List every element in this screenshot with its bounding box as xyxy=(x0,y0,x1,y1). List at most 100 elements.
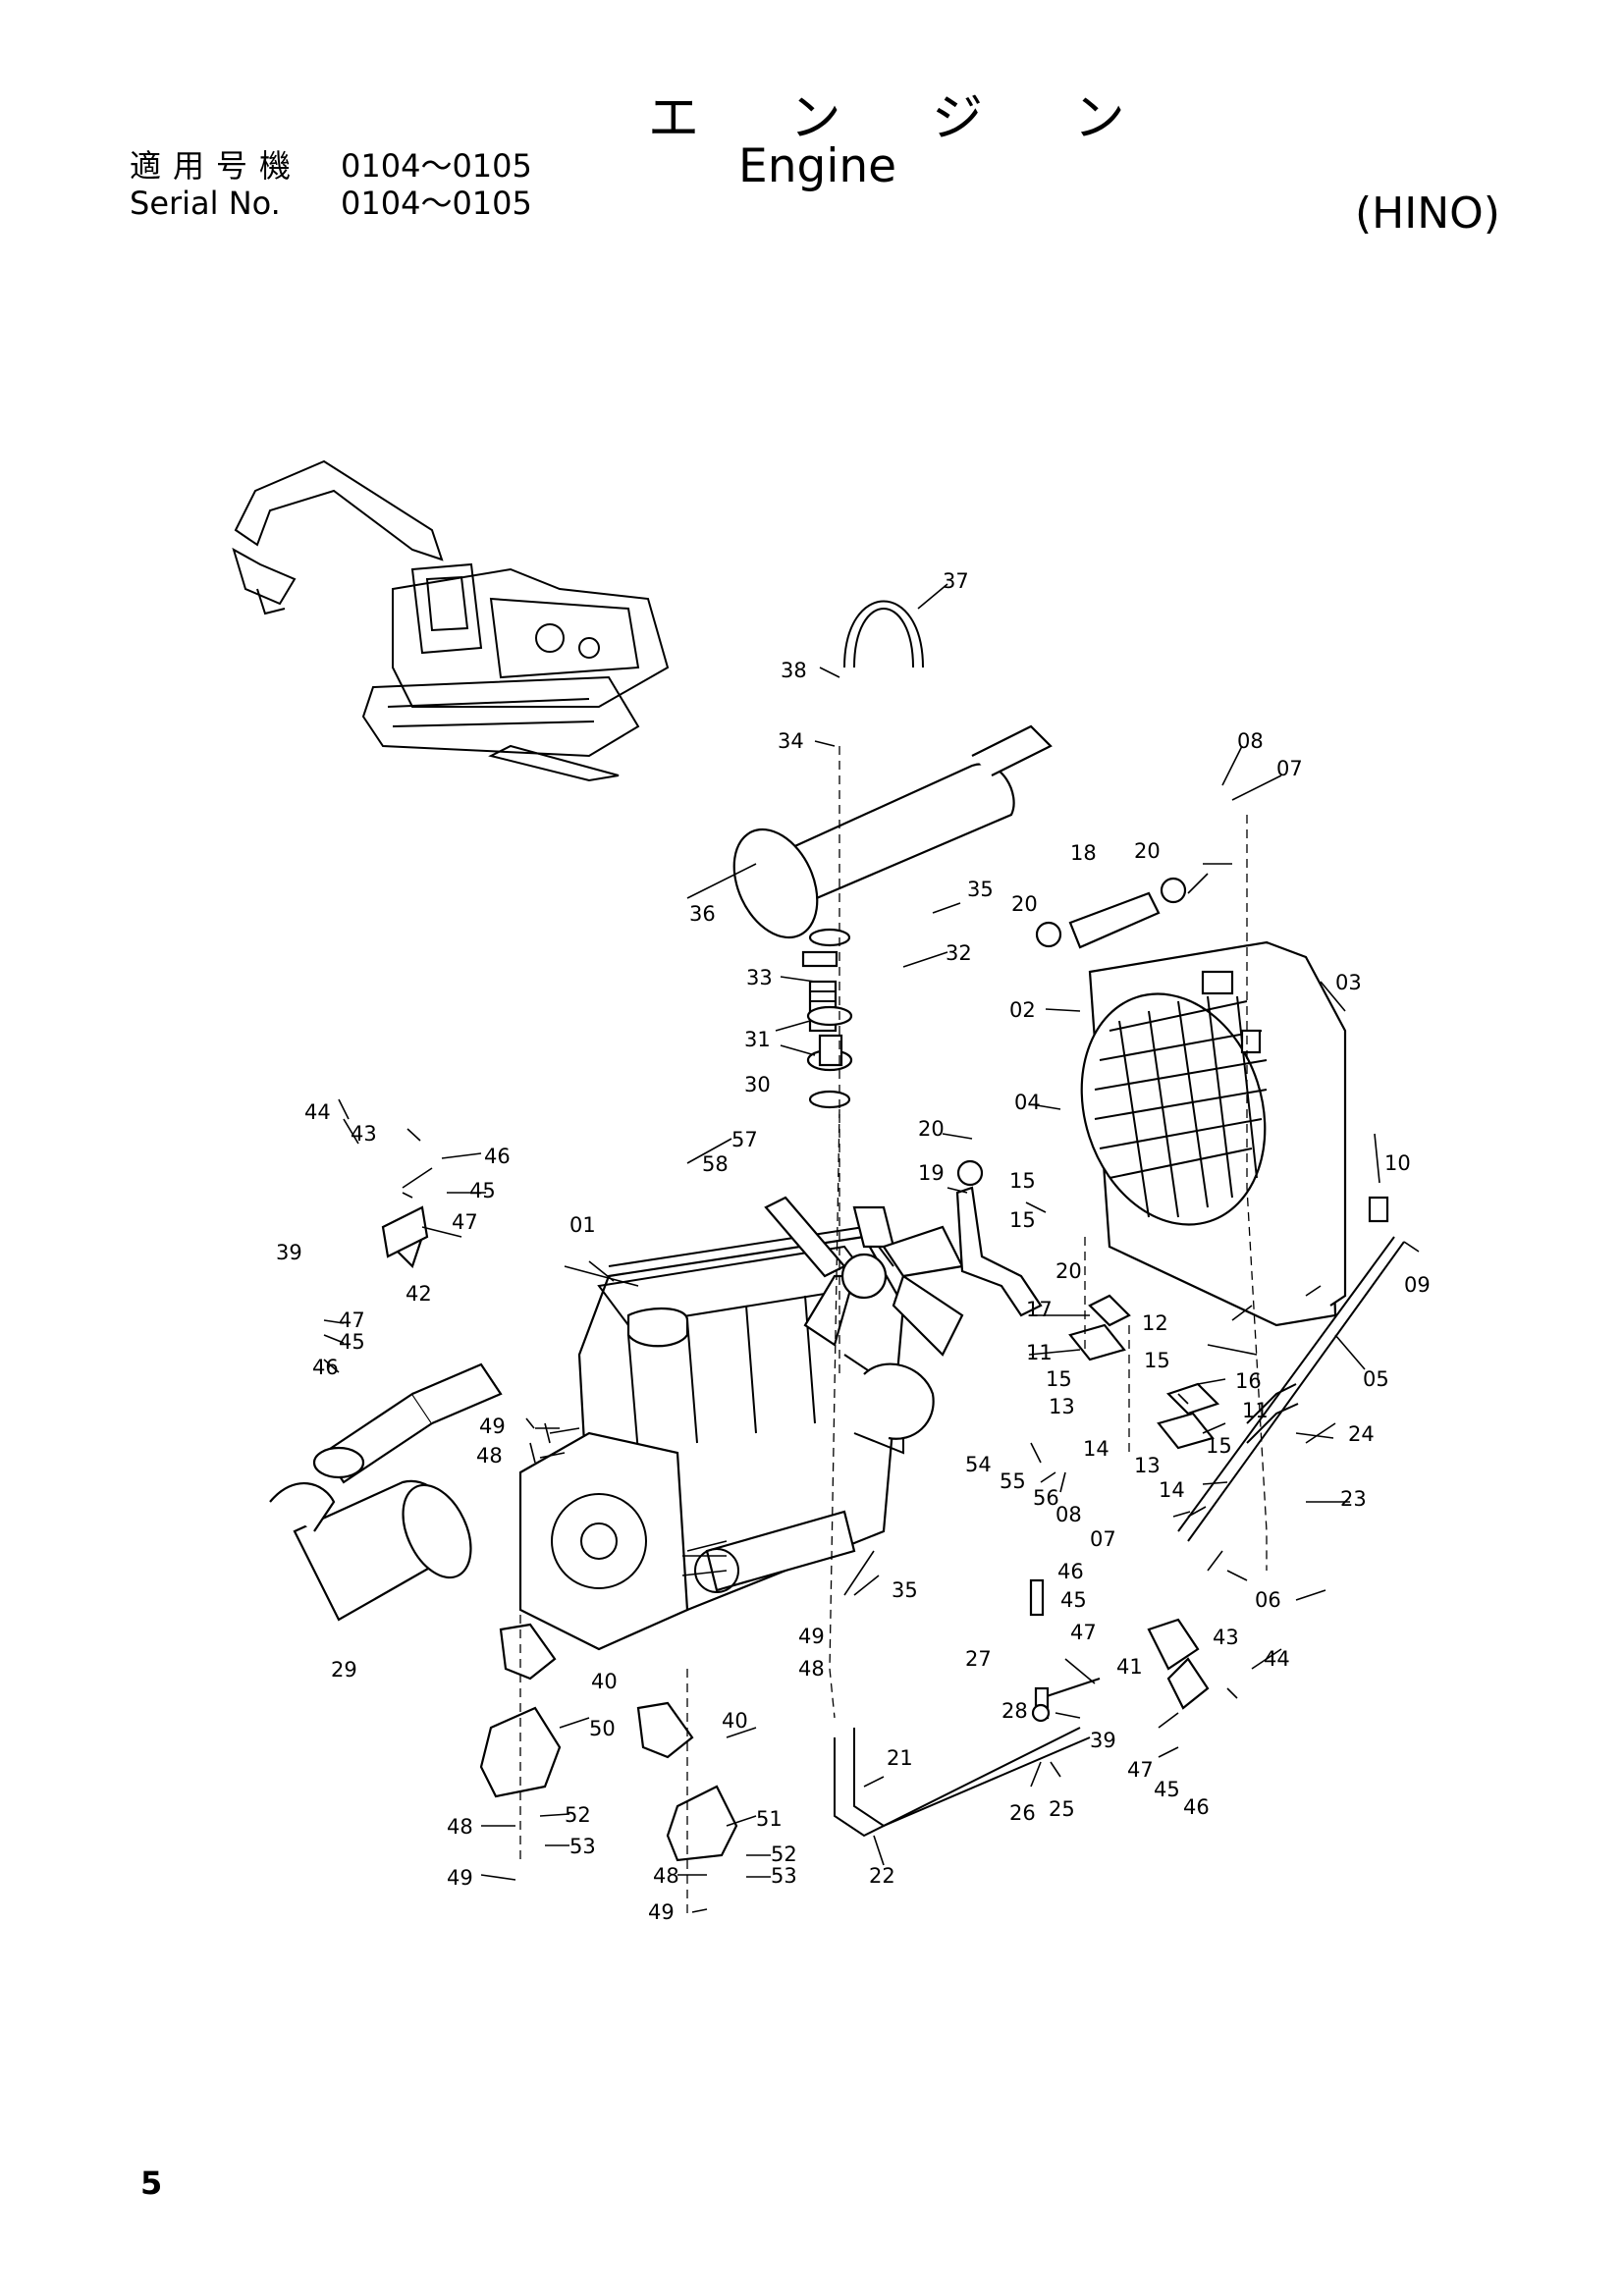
part-label-40: 40 xyxy=(591,1670,618,1693)
part-label-35-b: 35 xyxy=(892,1578,918,1602)
part-label-47: 47 xyxy=(452,1210,478,1234)
part-label-33: 33 xyxy=(746,966,773,989)
part-label-callouts xyxy=(323,583,1420,1913)
excavator-illustration xyxy=(232,459,670,782)
assembly-dashed-lines xyxy=(519,746,1268,1914)
part-label-52-b: 52 xyxy=(771,1842,797,1866)
air-cleaner xyxy=(269,1362,503,1622)
part-label-25: 25 xyxy=(1049,1797,1075,1821)
part-label-50: 50 xyxy=(589,1717,616,1740)
part-label-06: 06 xyxy=(1255,1588,1281,1612)
page-title-english: Engine xyxy=(738,139,897,193)
part-label-46-d: 46 xyxy=(312,1356,339,1379)
part-label-47-b: 47 xyxy=(1070,1621,1097,1644)
part-label-10: 10 xyxy=(1384,1151,1411,1175)
part-label-20-c: 20 xyxy=(1134,839,1161,863)
part-label-35: 35 xyxy=(967,878,994,901)
part-label-23: 23 xyxy=(1340,1487,1367,1511)
part-label-19: 19 xyxy=(918,1161,945,1185)
part-label-05: 05 xyxy=(1363,1367,1389,1391)
part-label-43-b: 43 xyxy=(1213,1626,1239,1649)
part-label-49-d: 49 xyxy=(648,1900,675,1924)
part-label-02: 02 xyxy=(1009,998,1036,1022)
part-label-12: 12 xyxy=(1142,1311,1168,1335)
part-label-17: 17 xyxy=(1026,1298,1053,1321)
part-label-09: 09 xyxy=(1404,1273,1431,1297)
part-label-32: 32 xyxy=(946,941,972,965)
part-label-46-b: 46 xyxy=(1057,1560,1084,1583)
part-label-30: 30 xyxy=(744,1073,771,1096)
part-label-08: 08 xyxy=(1237,729,1264,753)
applicable-label-jp: 適用号機 xyxy=(130,147,303,185)
part-label-16: 16 xyxy=(1235,1369,1262,1393)
part-label-20-d: 20 xyxy=(1055,1259,1082,1283)
part-label-15-e: 15 xyxy=(1206,1434,1232,1458)
part-labels-repeated: 20 20 20 15 15 15 15 11 13 14 08 07 35 4… xyxy=(312,839,1290,1924)
part-label-43: 43 xyxy=(351,1122,377,1146)
radiator xyxy=(1080,940,1347,1327)
part-label-11-b: 11 xyxy=(1242,1399,1269,1422)
part-label-15-c: 15 xyxy=(1144,1349,1170,1372)
part-label-44: 44 xyxy=(304,1100,331,1124)
part-label-01: 01 xyxy=(569,1213,596,1237)
part-label-48-c: 48 xyxy=(447,1815,473,1839)
part-label-20: 20 xyxy=(918,1117,945,1141)
serial-range: 0104～0105 xyxy=(341,185,532,222)
serial-number-line: Serial No. 0104～0105 xyxy=(130,185,532,222)
maker-label: (HINO) xyxy=(1355,188,1500,239)
muffler xyxy=(732,724,1053,939)
part-label-53-b: 53 xyxy=(771,1864,797,1888)
part-label-31: 31 xyxy=(744,1028,771,1051)
page-title-japanese: エ ン ジ ン xyxy=(648,89,1163,148)
part-label-15-d: 15 xyxy=(1046,1367,1072,1391)
small-components xyxy=(381,928,1389,1862)
part-label-47-c: 47 xyxy=(1127,1758,1154,1782)
part-label-39-b: 39 xyxy=(1090,1729,1116,1752)
part-label-39: 39 xyxy=(276,1241,302,1264)
part-label-44-b: 44 xyxy=(1264,1647,1290,1671)
part-label-13: 13 xyxy=(1049,1395,1075,1418)
part-label-13-b: 13 xyxy=(1134,1454,1161,1477)
part-label-57: 57 xyxy=(731,1128,758,1151)
part-labels: 01 02 03 04 05 06 07 08 09 10 11 12 13 1… xyxy=(276,569,1431,1888)
part-label-14: 14 xyxy=(1083,1437,1109,1461)
part-label-28: 28 xyxy=(1001,1699,1028,1723)
part-label-26: 26 xyxy=(1009,1801,1036,1825)
part-label-54: 54 xyxy=(965,1453,992,1476)
part-label-55: 55 xyxy=(1000,1469,1026,1493)
applicable-range-jp: 0104～0105 xyxy=(341,147,532,185)
part-label-11: 11 xyxy=(1026,1341,1053,1364)
serial-label: Serial No. xyxy=(130,185,281,222)
part-label-56: 56 xyxy=(1033,1486,1059,1510)
cooling-fan xyxy=(764,1196,964,1357)
part-label-45-c: 45 xyxy=(1154,1778,1180,1801)
part-label-41: 41 xyxy=(1116,1655,1143,1679)
part-label-04: 04 xyxy=(1014,1091,1041,1114)
part-label-45: 45 xyxy=(469,1179,496,1202)
part-label-37: 37 xyxy=(943,569,969,593)
part-label-36: 36 xyxy=(689,902,716,926)
part-label-34: 34 xyxy=(778,729,804,753)
part-label-40-b: 40 xyxy=(722,1709,748,1733)
part-label-46: 46 xyxy=(484,1145,511,1168)
part-label-20-b: 20 xyxy=(1011,892,1038,916)
part-label-42: 42 xyxy=(406,1282,432,1306)
part-label-29: 29 xyxy=(331,1658,357,1682)
part-label-22: 22 xyxy=(869,1864,895,1888)
part-label-15: 15 xyxy=(1009,1208,1036,1232)
part-label-49: 49 xyxy=(479,1415,506,1438)
applicable-serial-jp: 適用号機 0104～0105 xyxy=(130,147,532,185)
part-label-49-c: 49 xyxy=(447,1866,473,1890)
part-label-53: 53 xyxy=(569,1835,596,1858)
part-label-48-d: 48 xyxy=(653,1864,679,1888)
part-label-27: 27 xyxy=(965,1647,992,1671)
part-label-03: 03 xyxy=(1335,971,1362,994)
hoses-and-pipes xyxy=(834,600,1405,1838)
part-label-49-b: 49 xyxy=(798,1625,825,1648)
part-label-52: 52 xyxy=(565,1803,591,1827)
part-label-58: 58 xyxy=(702,1152,729,1176)
part-label-18: 18 xyxy=(1070,841,1097,865)
part-label-15-b: 15 xyxy=(1009,1169,1036,1193)
part-label-21: 21 xyxy=(887,1746,913,1770)
